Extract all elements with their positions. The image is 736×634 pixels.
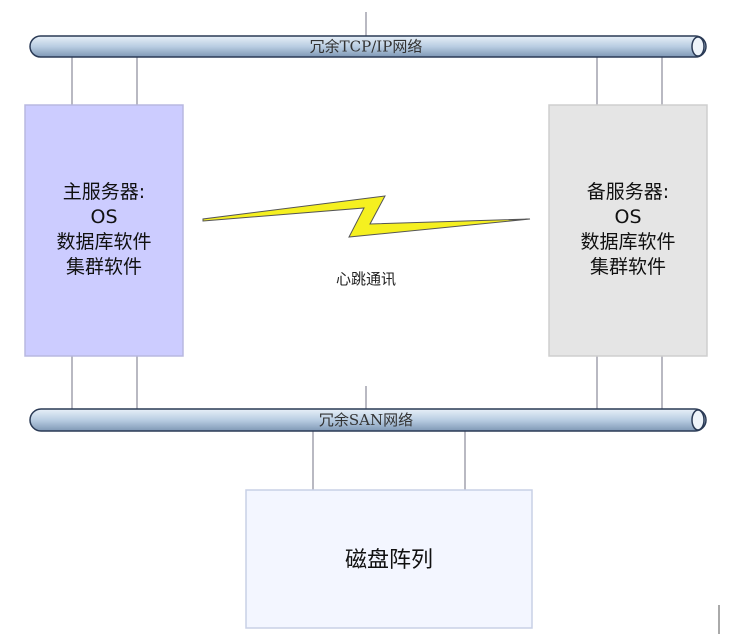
- backup-server-database: 数据库软件: [580, 231, 675, 253]
- heartbeat-lightning-icon: [202, 195, 531, 238]
- backup-server-os: OS: [614, 206, 641, 228]
- backup-server-cluster: 集群软件: [590, 256, 666, 278]
- disk-array-box: 磁盘阵列: [245, 489, 533, 629]
- primary-server-database: 数据库软件: [56, 231, 151, 253]
- primary-server-os: OS: [90, 206, 117, 228]
- primary-server-title: 主服务器:: [63, 181, 145, 203]
- backup-server-box: 备服务器: OS 数据库软件 集群软件: [548, 104, 708, 357]
- san-network-label: 冗余SAN网络: [319, 411, 413, 429]
- primary-server-box: 主服务器: OS 数据库软件 集群软件: [24, 104, 184, 357]
- tcp-network-label: 冗余TCP/IP网络: [310, 38, 423, 56]
- disk-array-label: 磁盘阵列: [345, 548, 433, 573]
- san-network-pipe: 冗余SAN网络: [29, 408, 707, 432]
- tcp-network-pipe: 冗余TCP/IP网络: [29, 35, 707, 58]
- backup-server-title: 备服务器:: [587, 181, 669, 203]
- heartbeat-label: 心跳通讯: [336, 270, 396, 288]
- primary-server-cluster: 集群软件: [66, 256, 142, 278]
